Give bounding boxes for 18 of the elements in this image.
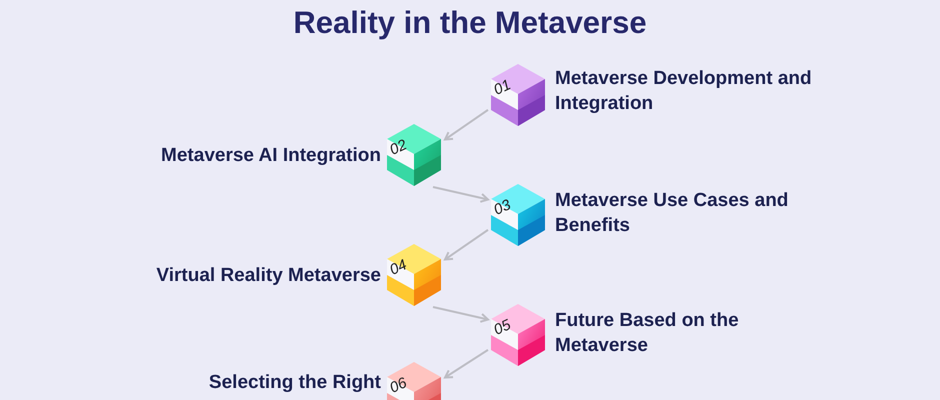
step-number: 04 xyxy=(388,257,410,278)
step-number: 05 xyxy=(492,317,514,338)
arrow xyxy=(444,109,489,140)
arrow xyxy=(444,349,489,378)
step-number: 03 xyxy=(492,197,514,218)
arrow xyxy=(432,306,489,323)
step-label: Virtual Reality Metaverse xyxy=(155,264,381,288)
step-label: Future Based on the Metaverse xyxy=(555,309,740,358)
step-label: Metaverse AI Integration xyxy=(160,144,381,168)
arrow xyxy=(444,229,489,260)
step-label: Metaverse Use Cases and Benefits xyxy=(555,189,790,238)
arrow xyxy=(432,186,489,203)
step-number: 02 xyxy=(388,137,410,158)
step-number: 06 xyxy=(388,375,410,396)
title: Reality in the Metaverse xyxy=(292,4,648,42)
step-number: 01 xyxy=(492,77,514,98)
step-label: Selecting the Right xyxy=(208,371,381,395)
step-label: Metaverse Development and Integration xyxy=(555,67,813,116)
